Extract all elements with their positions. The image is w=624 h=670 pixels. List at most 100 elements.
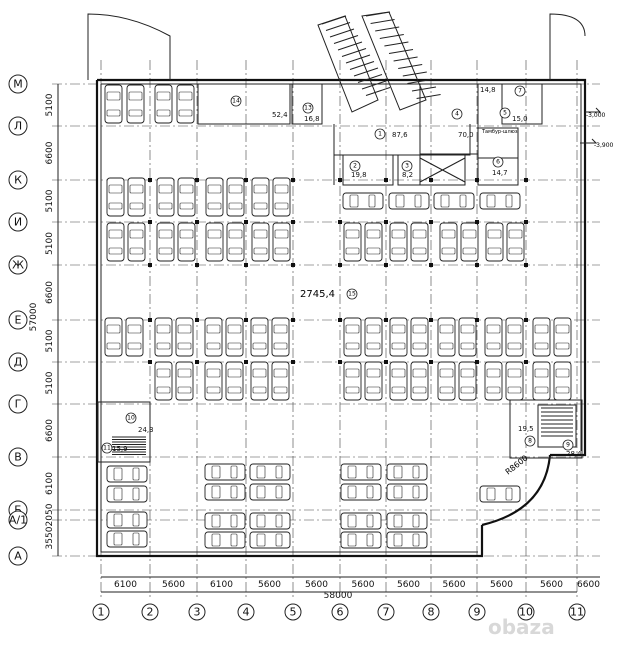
row-axis-Г: Г [8, 394, 28, 414]
row-axis-И: И [8, 212, 28, 232]
svg-text:6: 6 [337, 606, 344, 619]
column [384, 263, 388, 267]
stair-blocks [97, 11, 583, 463]
parking-space [106, 485, 148, 503]
level-mark-1: -3,000 [586, 112, 606, 119]
row-span-dim: 6600 [45, 419, 55, 442]
room-10-area: 24,3 [138, 426, 154, 434]
room-13: 13 [302, 102, 314, 114]
column [429, 220, 433, 224]
room-8: 8 [524, 435, 536, 447]
parking-space [340, 483, 382, 501]
parking-space [156, 177, 175, 217]
svg-text:5: 5 [503, 110, 507, 117]
level-mark-2: -3,900 [594, 142, 614, 149]
level-marks: -3,000 -3,900 [580, 107, 614, 149]
col-axis-9: 9 [468, 603, 486, 621]
svg-text:6: 6 [496, 159, 500, 166]
parking-space [249, 483, 291, 501]
column [244, 220, 248, 224]
column [475, 178, 479, 182]
row-span-dim: 2050 [45, 503, 55, 526]
parking-space [532, 317, 551, 357]
parking-space [388, 192, 430, 210]
room-9: 9 [562, 439, 574, 451]
col-axis-6: 6 [331, 603, 349, 621]
svg-text:2: 2 [147, 606, 154, 619]
parking-space [386, 531, 428, 549]
svg-text:13: 13 [304, 105, 312, 112]
row-axis-А: А [8, 546, 28, 566]
col-axis-10: 10 [517, 603, 535, 621]
stair-vestibule-label: Тамбур-шлюз [481, 129, 518, 135]
total-area: 2745,4 [300, 289, 335, 300]
column [475, 220, 479, 224]
parking-space [205, 222, 224, 262]
column [524, 220, 528, 224]
parking-space [386, 483, 428, 501]
room-14: 14 [230, 95, 242, 107]
room-8-area: 19,5 [518, 425, 534, 433]
svg-text:15: 15 [348, 291, 356, 298]
svg-text:1: 1 [378, 131, 382, 138]
column [384, 360, 388, 364]
row-span-dim: 5100 [45, 93, 55, 116]
row-span-dim: 6600 [45, 281, 55, 304]
room-6-area: 14,7 [492, 169, 508, 177]
row-span-dim: 6100 [45, 472, 55, 495]
column [475, 360, 479, 364]
room-11-area: 15,9 [112, 445, 128, 453]
column [244, 318, 248, 322]
parking-space [343, 222, 362, 262]
svg-text:Г: Г [15, 398, 22, 411]
column [291, 318, 295, 322]
parking-space [125, 317, 144, 357]
column [195, 178, 199, 182]
parking-space [437, 361, 456, 401]
row-axis-К: К [8, 170, 28, 190]
parking-space [177, 222, 196, 262]
parking-space [154, 317, 173, 357]
column [195, 360, 199, 364]
parking-space [386, 463, 428, 481]
room-14-area: 52,4 [272, 111, 288, 119]
parking-space [204, 512, 246, 530]
row-axis-Д: Д [8, 352, 28, 372]
parking-space [506, 222, 525, 262]
parking-space [106, 511, 148, 529]
col-span-dim: 6600 [577, 580, 600, 590]
row-span-dim: 6600 [45, 141, 55, 164]
svg-text:4: 4 [243, 606, 250, 619]
parking-space [340, 531, 382, 549]
parking-space [458, 317, 477, 357]
parking-space [485, 222, 504, 262]
col-span-dim: 5600 [490, 580, 513, 590]
parking-spaces [104, 84, 572, 549]
parking-space [205, 177, 224, 217]
parking-space [175, 317, 194, 357]
parking-space [484, 317, 503, 357]
room-9-area: 28,4 [566, 450, 582, 458]
parking-space [250, 317, 269, 357]
parking-space [410, 222, 429, 262]
svg-text:4: 4 [455, 111, 459, 118]
column [338, 263, 342, 267]
parking-space [204, 531, 246, 549]
column [524, 263, 528, 267]
column [338, 360, 342, 364]
parking-space [272, 177, 291, 217]
column [148, 318, 152, 322]
overall-width: 58000 [324, 591, 353, 601]
svg-text:И: И [14, 216, 22, 229]
column [384, 318, 388, 322]
svg-text:3: 3 [194, 606, 201, 619]
column [148, 360, 152, 364]
column [244, 360, 248, 364]
row-axis-Л: Л [8, 116, 28, 136]
parking-space [176, 84, 195, 124]
svg-text:5: 5 [290, 606, 297, 619]
parking-space [364, 361, 383, 401]
room-7: 7 [514, 85, 526, 97]
column [291, 220, 295, 224]
parking-space [106, 177, 125, 217]
